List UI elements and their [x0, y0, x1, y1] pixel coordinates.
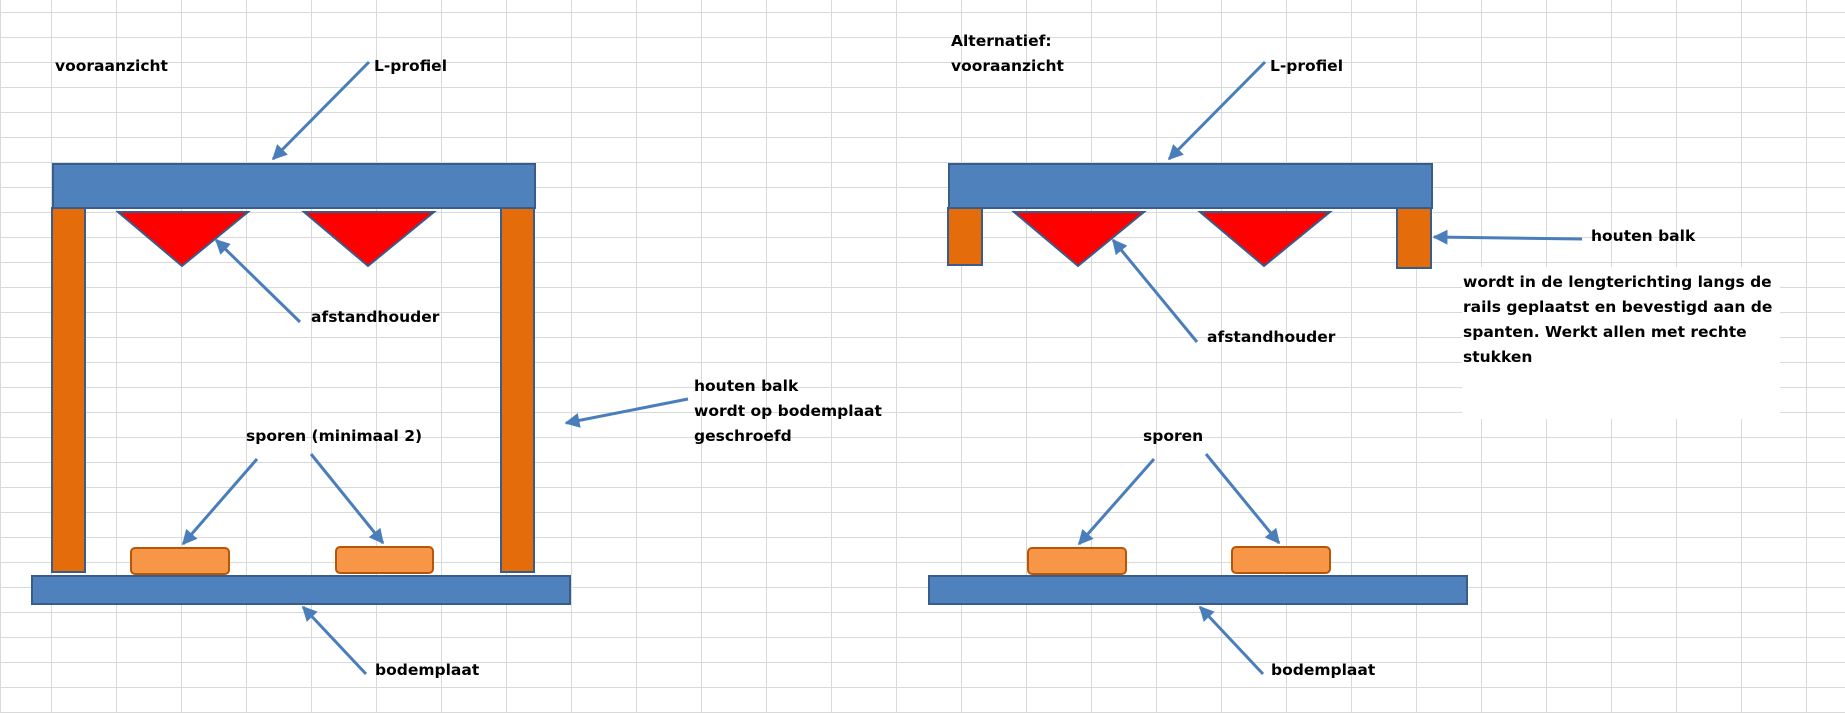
right-base-plate	[928, 575, 1468, 605]
left-spacer-2	[301, 211, 437, 268]
left-diagram	[31, 60, 689, 676]
left-base-plate-label: bodemplaat	[375, 661, 480, 679]
right-beam-note-1: wordt in de lengterichting langs de	[1463, 273, 1772, 291]
left-l-profile-label: L-profiel	[374, 57, 448, 75]
left-beam-label-2: wordt op bodemplaat	[694, 402, 882, 420]
right-view-label-1: Alternatief:	[951, 32, 1052, 50]
right-beam-note-4: stukken	[1463, 348, 1533, 366]
right-l-profile-arrow	[1167, 60, 1267, 161]
right-spacer-arrow	[1111, 238, 1199, 343]
left-l-profile-arrow	[271, 60, 371, 161]
left-base-plate-arrow	[301, 605, 368, 676]
right-rail-2	[1231, 546, 1331, 574]
left-beam-label-1: houten balk	[694, 377, 799, 395]
right-spacer-label: afstandhouder	[1207, 328, 1336, 346]
right-rails-label: sporen	[1143, 427, 1204, 445]
note-background	[1462, 267, 1780, 419]
right-wood-beam-left	[947, 207, 983, 266]
left-beam-arrow	[564, 397, 689, 428]
right-rail-arrow-1	[1077, 458, 1156, 546]
right-rail-arrow-2	[1204, 453, 1281, 545]
right-spacer-1	[1011, 211, 1147, 268]
right-l-profile-plate	[948, 163, 1433, 209]
left-wood-post-right	[500, 207, 535, 573]
right-diagram	[928, 60, 1583, 676]
right-base-plate-label: bodemplaat	[1271, 661, 1376, 679]
right-beam-arrow	[1432, 229, 1583, 245]
left-beam-label-3: geschroefd	[694, 427, 792, 445]
right-beam-label: houten balk	[1591, 227, 1696, 245]
right-beam-note-2: rails geplaatst en bevestigd aan de	[1463, 298, 1773, 316]
left-rail-arrow-2	[309, 453, 385, 545]
left-rails-label: sporen (minimaal 2)	[246, 427, 423, 445]
left-rail-2	[335, 546, 434, 574]
right-beam-note-3: spanten. Werkt allen met rechte	[1463, 323, 1747, 341]
right-rail-1	[1027, 547, 1127, 575]
left-l-profile-plate	[52, 163, 536, 209]
right-spacer-2	[1197, 211, 1333, 268]
left-rail-1	[130, 547, 230, 575]
left-base-plate	[31, 575, 571, 605]
left-view-label: vooraanzicht	[55, 57, 168, 75]
left-spacer-label: afstandhouder	[311, 308, 440, 326]
left-spacer-1	[115, 211, 251, 268]
right-wood-beam-right	[1396, 207, 1432, 269]
right-base-plate-arrow	[1198, 605, 1265, 676]
right-view-label-2: vooraanzicht	[951, 57, 1064, 75]
left-spacer-arrow	[214, 238, 302, 324]
left-rail-arrow-1	[181, 458, 259, 546]
left-wood-post-left	[51, 207, 86, 573]
right-l-profile-label: L-profiel	[1270, 57, 1344, 75]
